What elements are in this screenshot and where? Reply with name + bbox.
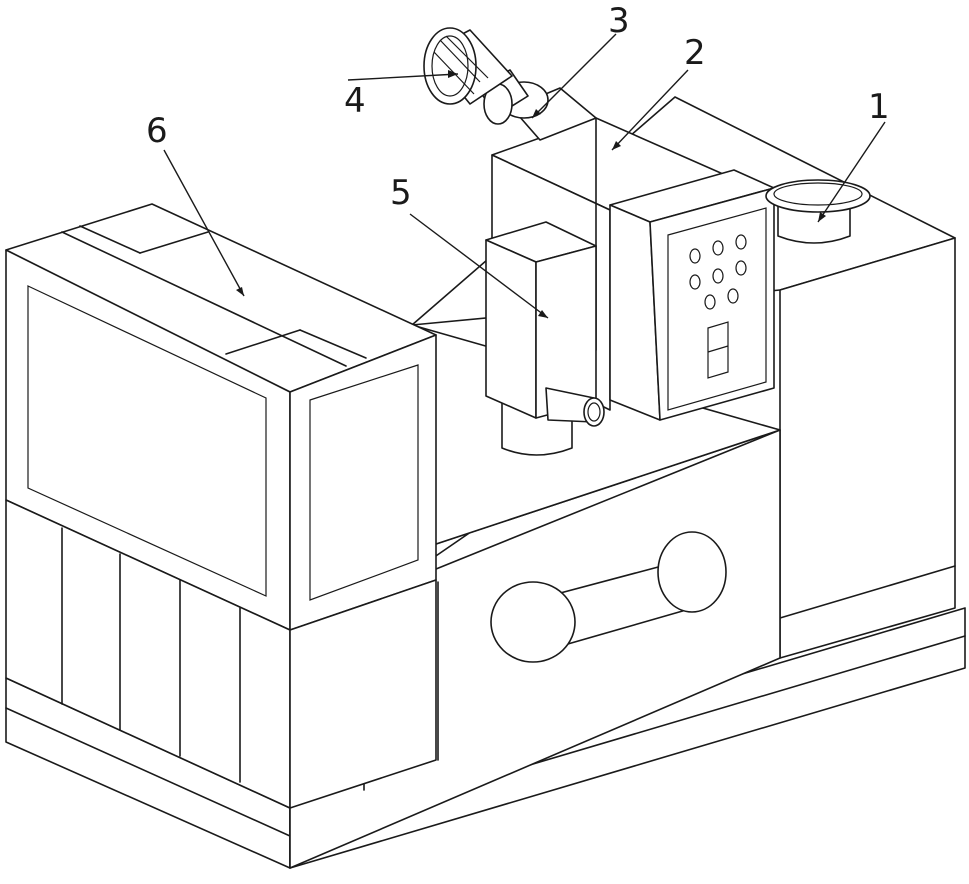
discharge-unit bbox=[486, 222, 604, 455]
fan-motor bbox=[424, 28, 596, 140]
callout-1: 1 bbox=[868, 87, 890, 127]
callout-3: 3 bbox=[608, 1, 630, 41]
callout-4: 4 bbox=[344, 81, 366, 121]
callout-2: 2 bbox=[684, 33, 706, 73]
callout-5: 5 bbox=[390, 173, 412, 213]
control-panel bbox=[610, 170, 774, 420]
callout-6: 6 bbox=[146, 111, 168, 151]
